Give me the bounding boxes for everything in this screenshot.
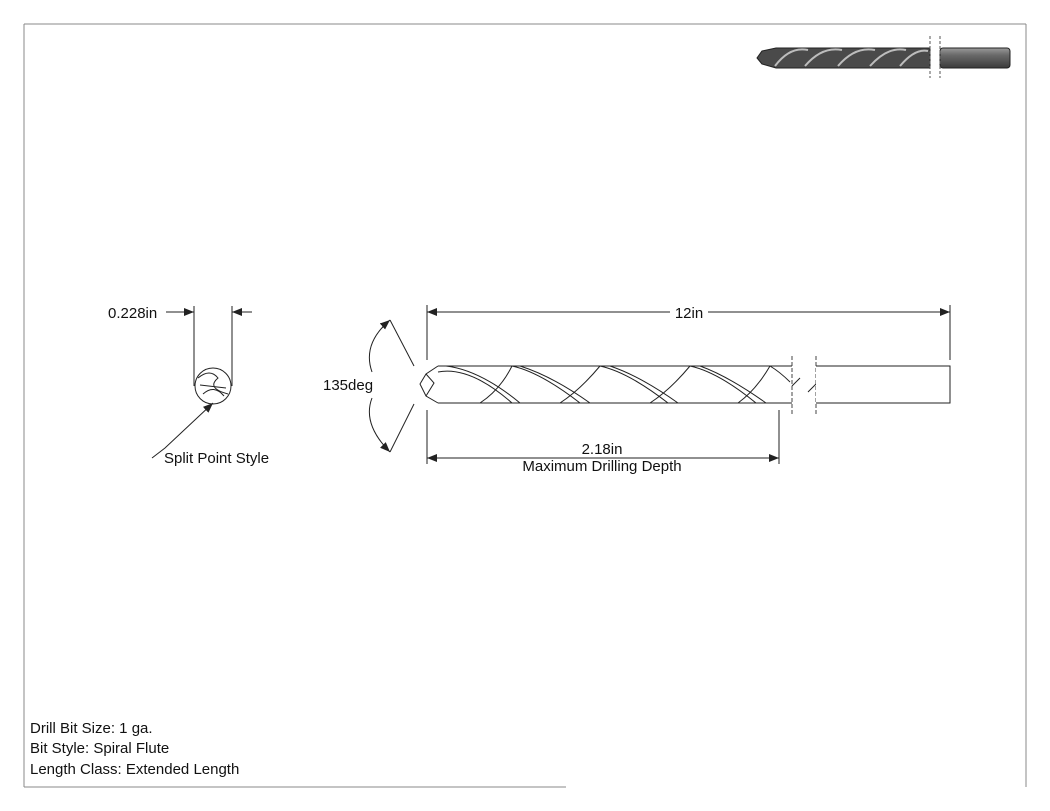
- diameter-label: 0.228in: [108, 305, 157, 322]
- overall-length-label: 12in: [675, 305, 703, 322]
- drilling-depth-caption: Maximum Drilling Depth: [522, 458, 681, 475]
- point-style-label: Split Point Style: [164, 450, 269, 467]
- drilling-depth-dimension: [426, 410, 780, 464]
- drill-bit-preview-image: [756, 36, 1011, 78]
- drill-side-view: [419, 356, 951, 414]
- drilling-depth-label: 2.18in: [582, 441, 623, 458]
- sheet-border: [23, 23, 1027, 788]
- point-angle-dimension: [368, 319, 415, 453]
- spec-bit-style: Bit Style: Spiral Flute: [30, 740, 170, 757]
- spec-drill-bit-size: Drill Bit Size: 1 ga.: [30, 720, 153, 737]
- drill-end-view: [151, 306, 252, 459]
- overall-length-dimension: [426, 305, 951, 360]
- spec-length-class: Length Class: Extended Length: [30, 761, 240, 778]
- point-angle-label: 135deg: [323, 377, 373, 394]
